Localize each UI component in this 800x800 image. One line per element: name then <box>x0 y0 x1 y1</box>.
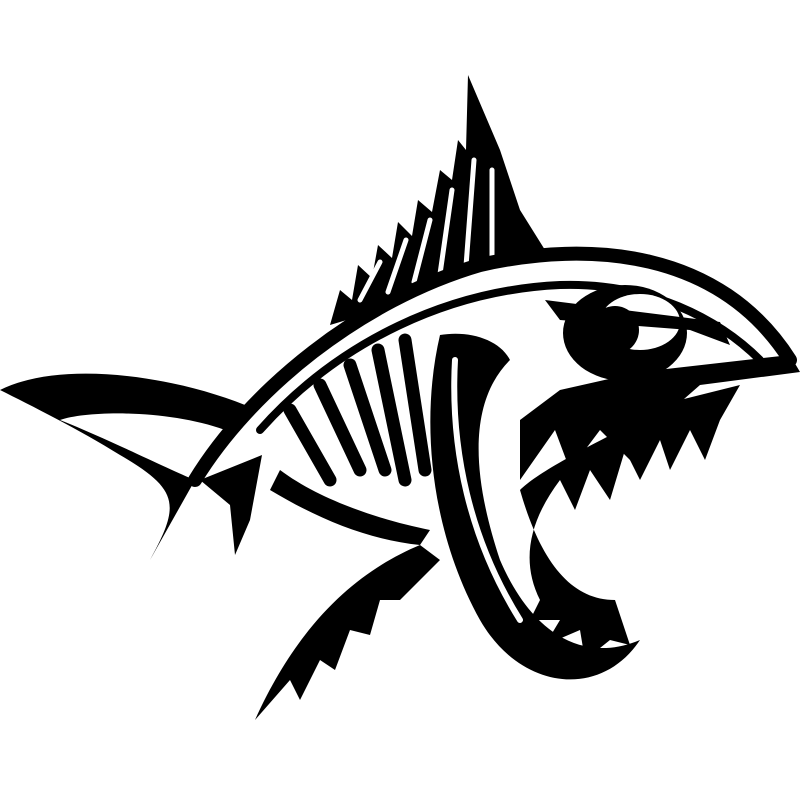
lower-jaw-band <box>430 333 640 680</box>
body-outline <box>188 246 797 487</box>
dorsal-fin-rays <box>357 157 495 303</box>
eyebrow <box>545 300 730 345</box>
belly-fin <box>270 470 430 545</box>
tail-fin <box>0 373 245 560</box>
jaw-stripe <box>451 357 523 623</box>
tail-fin-lower <box>200 455 262 555</box>
pectoral-fin <box>255 545 440 720</box>
lower-teeth <box>520 385 740 660</box>
ribs <box>283 333 432 487</box>
